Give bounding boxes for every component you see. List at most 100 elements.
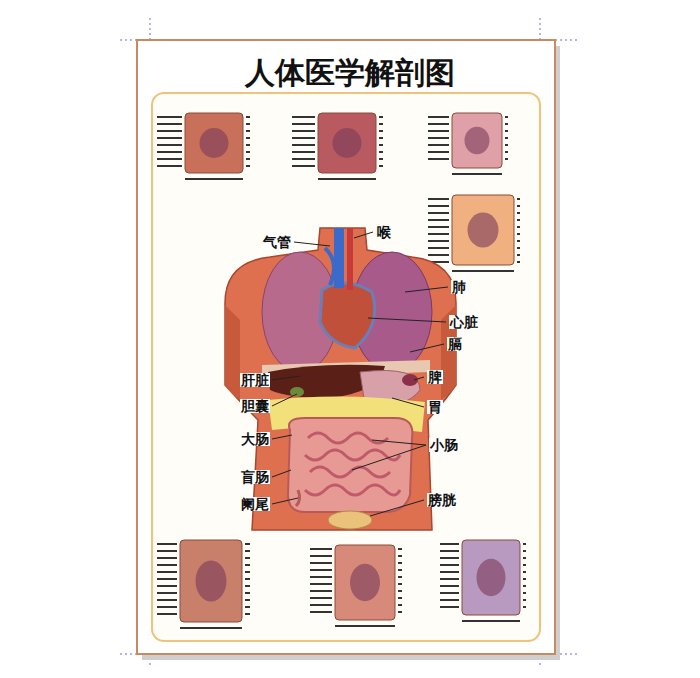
torso-figure [225, 228, 456, 530]
blank-caption-line [428, 116, 449, 118]
blank-caption-line [157, 606, 177, 608]
thumbnail-image [318, 113, 376, 173]
blank-caption-line [157, 144, 182, 146]
blank-caption-line [505, 151, 508, 153]
blank-caption-line [523, 571, 526, 573]
blank-caption-line [292, 151, 315, 153]
blank-caption-line [517, 198, 520, 200]
blank-caption-line [310, 555, 332, 557]
blank-caption-line [440, 606, 459, 608]
blank-caption-line [379, 116, 383, 118]
blank-caption-line [505, 116, 508, 118]
leader-line [372, 440, 426, 445]
artery [347, 228, 353, 290]
blank-caption-line [517, 226, 520, 228]
blank-caption-line [310, 562, 332, 564]
blank-caption-line [245, 557, 250, 559]
thumbnail-organ [468, 213, 499, 248]
thumbnail-organ [196, 561, 227, 602]
blank-caption-line [428, 137, 449, 139]
trachea-vessel [334, 228, 344, 288]
thumbnail-image [452, 113, 502, 168]
blank-caption-line [157, 592, 177, 594]
blank-caption-line [523, 557, 526, 559]
organ-label: 膀胱 [427, 493, 457, 507]
blank-caption-line [428, 219, 449, 221]
blank-caption-line [157, 123, 182, 125]
leader-line [392, 398, 424, 407]
leader-line [405, 287, 448, 292]
blank-caption-line [440, 599, 459, 601]
blank-caption-line [310, 597, 332, 599]
blank-caption-line [428, 247, 449, 249]
leader-line [272, 470, 291, 477]
blank-caption-line [379, 158, 383, 160]
blank-caption-line [245, 578, 250, 580]
blank-caption-line [440, 543, 459, 545]
organ-label: 胆囊 [240, 399, 270, 413]
large-intestine [288, 418, 412, 512]
blank-caption-line [157, 116, 182, 118]
leader-line [414, 377, 424, 380]
blank-caption-line [428, 144, 449, 146]
blank-caption-line [310, 583, 332, 585]
blank-caption-line [157, 613, 177, 615]
leader-line [272, 498, 298, 504]
blank-caption-line [246, 137, 250, 139]
blank-caption-line [157, 550, 177, 552]
blank-caption-line [505, 158, 508, 160]
blank-caption-line [440, 578, 459, 580]
organ-label: 肺 [451, 280, 467, 294]
blank-caption-line [523, 599, 526, 601]
blank-caption-line [246, 144, 250, 146]
blank-caption-line [398, 583, 402, 585]
blank-caption-line [157, 137, 182, 139]
blank-caption-line [523, 606, 526, 608]
blank-caption-line [428, 233, 449, 235]
blank-caption-line [246, 123, 250, 125]
blank-caption-line [505, 123, 508, 125]
blank-caption-line [428, 240, 449, 242]
frame-shadow [142, 46, 560, 660]
blank-caption-line [440, 557, 459, 559]
blank-caption-line [157, 599, 177, 601]
blank-caption-line [517, 219, 520, 221]
blank-caption-line [517, 247, 520, 249]
leader-line [294, 242, 330, 246]
thumbnail-image [452, 195, 514, 265]
blank-caption-line [157, 571, 177, 573]
blank-caption-line [310, 569, 332, 571]
blank-caption-line [517, 240, 520, 242]
blank-caption-line [505, 144, 508, 146]
blank-caption-line [398, 562, 402, 564]
blank-caption-line [379, 130, 383, 132]
blank-caption-line [440, 571, 459, 573]
blank-caption-line [428, 130, 449, 132]
blank-caption-line [292, 144, 315, 146]
blank-caption-line [310, 576, 332, 578]
blank-caption-line [440, 550, 459, 552]
poster-title: 人体医学解剖图 [0, 56, 700, 89]
thumbnails [157, 113, 526, 628]
blank-caption-line [428, 226, 449, 228]
organ-label: 脾 [427, 370, 443, 384]
organ-label: 胃 [427, 400, 443, 414]
arm-stub [225, 305, 240, 400]
blank-caption-line [157, 557, 177, 559]
leader-line [272, 394, 297, 406]
blank-caption-line [398, 548, 402, 550]
guide-lines [120, 18, 580, 668]
blank-caption-line [517, 233, 520, 235]
thumbnail-organ [477, 559, 506, 597]
thumbnail-organ [200, 128, 229, 158]
gallbladder [290, 387, 304, 397]
thumbnail-image [180, 540, 242, 622]
blank-caption-line [398, 611, 402, 613]
blank-caption-line [462, 620, 520, 622]
blank-caption-line [310, 590, 332, 592]
blank-caption-line [245, 613, 250, 615]
blank-caption-line [505, 137, 508, 139]
blank-caption-line [246, 116, 250, 118]
